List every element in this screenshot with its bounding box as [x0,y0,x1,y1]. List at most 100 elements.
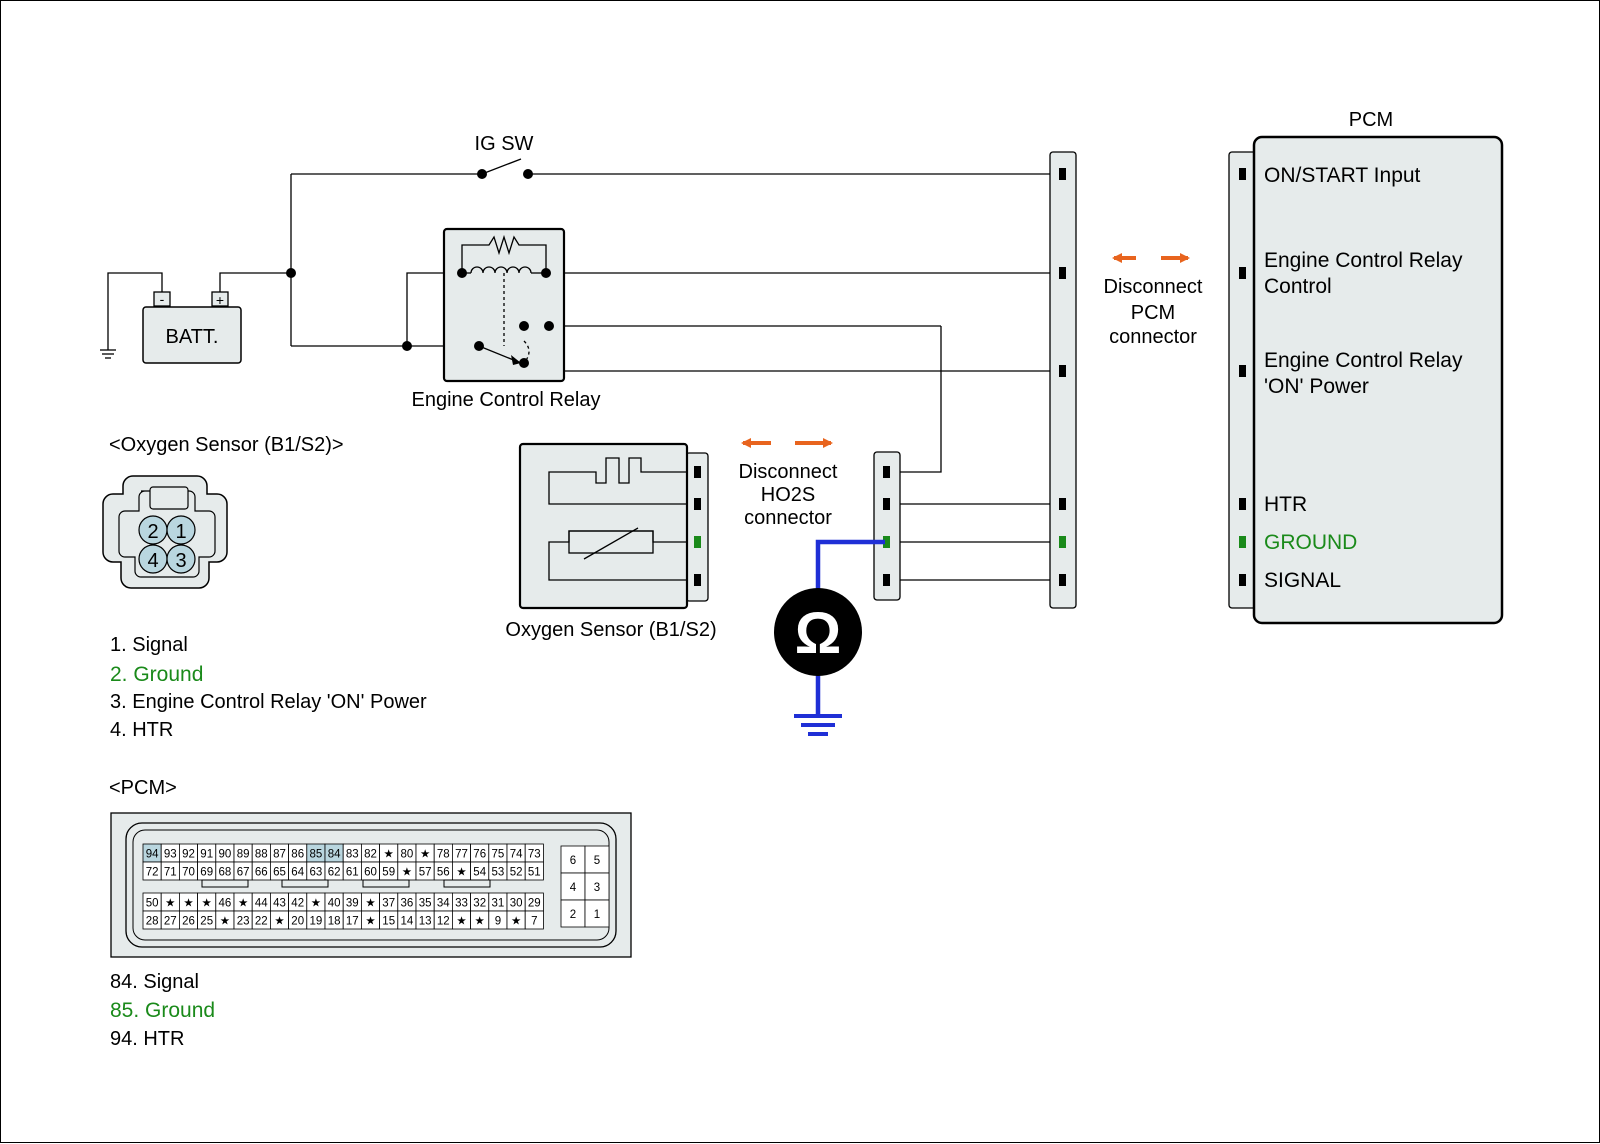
pcm-pin-label: 75 [492,849,505,861]
pcm-pin-label: 30 [510,898,523,910]
pcm-pin-label: 72 [146,867,159,879]
pcm-pin-label: ★ [274,916,284,928]
pcm-pin-label: 22 [255,916,268,928]
pcm-pin-label: 62 [328,867,341,879]
pcm-pin-label: 83 [346,849,359,861]
ho2s-connector-strip [873,451,901,601]
pcm-pin-label: 77 [455,849,468,861]
pcm-pin-label: ★ [311,898,321,910]
battery-label: BATT. [166,326,219,348]
pcm-pin-label: 94 [146,849,159,861]
o2-legend-3: 3. Engine Control Relay 'ON' Power [110,691,427,713]
disconnect-pcm-annotation: Disconnect PCM connector [1104,253,1203,348]
pcm-pin-label: ★ [183,898,193,910]
pcm-pin-label: 87 [273,849,286,861]
pcm-small-pin-cell [584,872,610,901]
pcm-pin-label: 88 [255,849,268,861]
pcm-pin-label: 85 [310,849,323,861]
pcm-pin-label: 31 [492,898,505,910]
relay-caption: Engine Control Relay [412,389,601,411]
pcm-pin-ecr-on-power-line1: Engine Control Relay [1264,349,1463,372]
pcm-pin-label: 89 [237,849,250,861]
pcm-pin-label: 29 [528,898,541,910]
pcm-module: PCM ON/START Input Engine Control Relay … [1228,109,1504,625]
pcm-pin-label: 78 [437,849,450,861]
pcm-pin-label: 43 [273,898,286,910]
disconnect-pcm-line2: PCM [1131,302,1175,324]
pcm-connector-strip [1049,151,1077,609]
pcm-pin-label: 13 [419,916,432,928]
o2-pin-1: 1 [175,521,186,543]
pcm-pin-label: 50 [146,898,159,910]
pcm-small-pin-label: 5 [594,855,600,867]
disconnect-pcm-line1: Disconnect [1104,276,1203,298]
oxygen-sensor-body: Oxygen Sensor (B1/S2) [505,442,717,641]
pcm-pin-label: ★ [384,849,394,861]
pcm-pin-ecr-control-line2: Control [1264,275,1332,298]
pcm-pin-on-start-input: ON/START Input [1264,164,1421,187]
disconnect-ho2s-line2: HO2S [761,484,815,506]
pcm-pin-label: 46 [219,898,232,910]
pcm-pin-label: 91 [200,849,213,861]
pcm-pin-label: 33 [455,898,468,910]
pcm-pin-label: 60 [364,867,377,879]
disconnect-ho2s-annotation: Disconnect HO2S connector [739,438,838,529]
pcm-pin-label: 27 [164,916,177,928]
pcm-pin-label: 18 [328,916,341,928]
o2-legend-2: 2. Ground [110,663,203,686]
pcm-pin-label: ★ [238,898,248,910]
pcm-pin-label: 42 [291,898,304,910]
pcm-pin-ecr-on-power-line2: 'ON' Power [1264,375,1369,398]
pcm-pin-cell [524,910,544,930]
pcm-pin-label: 35 [419,898,432,910]
pcm-connector-title: <PCM> [109,777,177,799]
battery-positive-label: + [216,292,224,308]
pcm-pin-label: 28 [146,916,159,928]
pcm-pin-label: ★ [456,916,466,928]
pcm-pin-label: 65 [273,867,286,879]
o2-connector-face: <Oxygen Sensor (B1/S2)> 2 1 4 3 [102,434,344,589]
pcm-legend-94: 94. HTR [110,1028,184,1050]
pcm-pin-label: 68 [219,867,232,879]
pcm-pin-label: 37 [382,898,395,910]
pcm-pin-label: 39 [346,898,359,910]
pcm-pin-label: 52 [510,867,523,879]
pcm-pin-label: 70 [182,867,195,879]
pcm-pin-cell [524,861,544,881]
disconnect-ho2s-line3: connector [744,507,832,529]
pcm-pin-label: 92 [182,849,195,861]
pcm-pin-label: 69 [200,867,213,879]
disconnect-pcm-line3: connector [1109,326,1197,348]
pcm-pin-label: 76 [473,849,486,861]
pcm-small-pin-label: 6 [570,855,576,867]
pcm-pin-label: 67 [237,867,250,879]
pcm-small-pin-cell [584,899,610,928]
pcm-pin-label: 86 [291,849,304,861]
pcm-pin-label: ★ [365,916,375,928]
o2-legend-1: 1. Signal [110,634,188,656]
pcm-pin-label: ★ [165,898,175,910]
pcm-pin-label: 54 [473,867,486,879]
pcm-pin-label: 25 [200,916,213,928]
pcm-pin-label: 74 [510,849,523,861]
pcm-pin-label: 63 [310,867,323,879]
pcm-title: PCM [1349,109,1393,131]
pcm-pin-label: 84 [328,849,341,861]
engine-control-relay [442,227,566,383]
pcm-small-pin-label: 2 [570,909,576,921]
pcm-pin-label: 66 [255,867,268,879]
pcm-pin-label: ★ [220,916,230,928]
pcm-pin-label: ★ [402,867,412,879]
pcm-pin-label: 71 [164,867,177,879]
disconnect-ho2s-line1: Disconnect [739,461,838,483]
ohm-symbol: Ω [795,601,842,666]
pcm-pin-label: 36 [401,898,414,910]
pcm-pin-label: 64 [291,867,304,879]
pcm-pin-label: 40 [328,898,341,910]
pcm-small-pin-label: 1 [594,909,600,921]
